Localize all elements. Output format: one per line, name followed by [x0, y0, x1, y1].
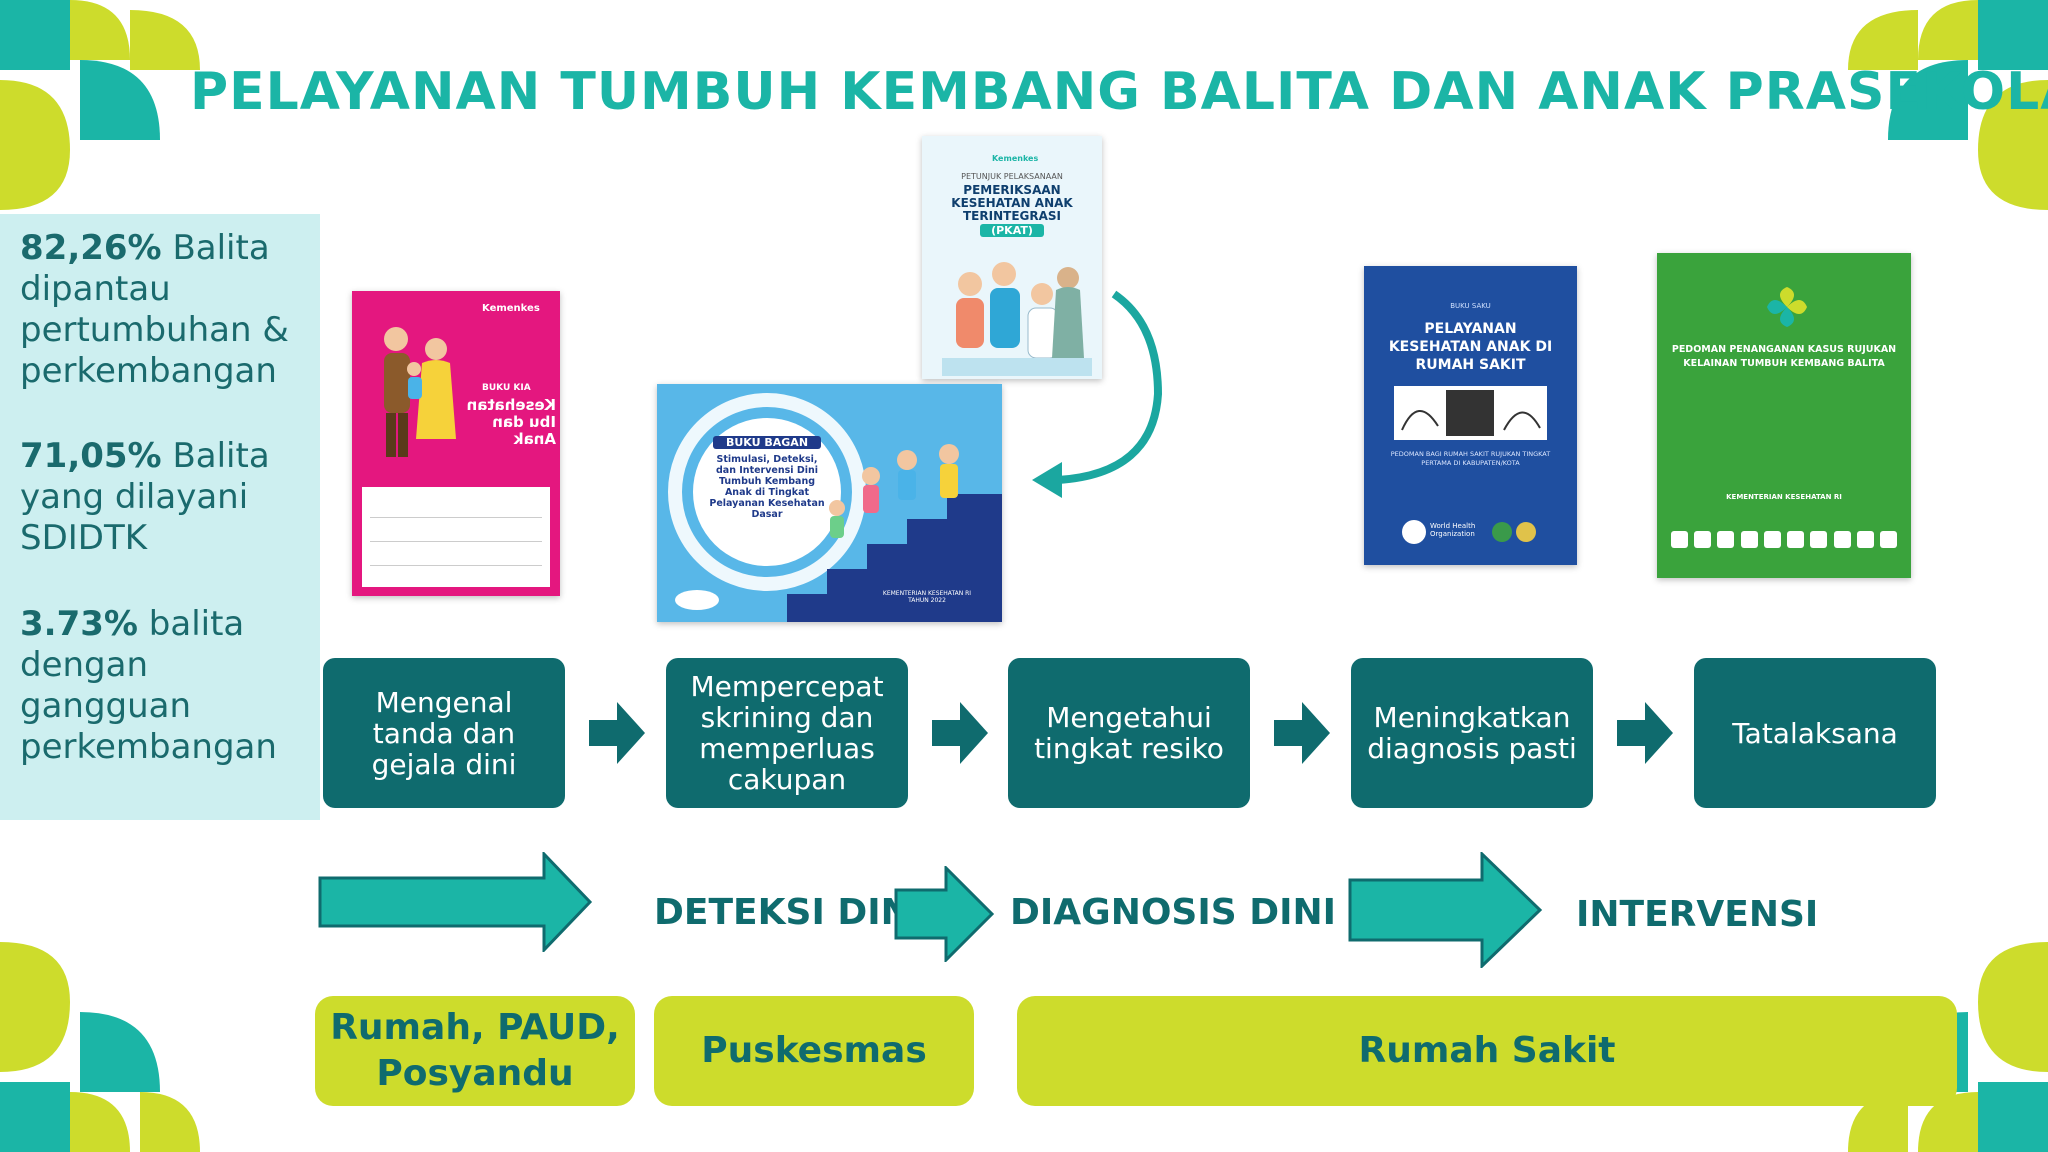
pkat-subtitle: PETUNJUK PELAKSANAAN — [961, 172, 1063, 181]
pkat-title: PEMERIKSAAN KESEHATAN ANAK TERINTEGRASI — [951, 183, 1073, 223]
stat-sdidtk: 71,05% Balita yang dilayani SDIDTK — [20, 436, 315, 559]
stat-monitored-text: Balita dipantau pertumbuhan & perkembang… — [20, 228, 289, 391]
location-rumah-sakit: Rumah Sakit — [1017, 996, 1957, 1106]
step-mempercepat: Mempercepat skrining dan memperluas caku… — [666, 658, 908, 808]
phase-intervensi: INTERVENSI — [1576, 894, 1819, 935]
book-cover-kia: Kemenkes BUKU KIA Kesehatan Ibu dan Anak — [352, 291, 560, 596]
step-arrow-icon — [589, 702, 645, 764]
location-puskesmas-label: Puskesmas — [701, 1030, 927, 1071]
stat-monitored: 82,26% Balita dipantau pertumbuhan & per… — [20, 228, 315, 392]
kia-title: Kesehatan Ibu dan Anak — [466, 396, 556, 448]
saku-subtitle: BUKU SAKU — [1450, 302, 1491, 310]
step-mengenal-label: Mengenal tanda dan gejala dini — [371, 685, 517, 781]
stat-disorder: 3.73% balita dengan gangguan perkembanga… — [20, 604, 315, 768]
stat-sdidtk-text: Balita yang dilayani SDIDTK — [20, 436, 270, 558]
illustration-panel-icon — [1394, 386, 1547, 440]
emblem-icon-2 — [1516, 522, 1536, 542]
corner-decoration-bottom-left — [0, 942, 200, 1152]
step-mempercepat-label: Mempercepat skrining dan memperluas caku… — [690, 670, 884, 796]
family-illustration-icon — [384, 327, 456, 457]
book-cover-pkat: Kemenkes PETUNJUK PELAKSANAAN PEMERIKSAA… — [922, 136, 1102, 379]
stat-monitored-value: 82,26% — [20, 228, 162, 268]
pkat-publisher: Kemenkes — [992, 154, 1039, 163]
step-meningkatkan-label: Meningkatkan diagnosis pasti — [1367, 701, 1577, 765]
kemenkes-logo-icon — [1767, 287, 1807, 327]
step-tatalaksana-label: Tatalaksana — [1732, 716, 1898, 750]
who-logo-icon — [1402, 520, 1426, 544]
pedoman-title: PEDOMAN PENANGANAN KASUS RUJUKAN KELAINA… — [1671, 344, 1897, 369]
kia-label: BUKU KIA — [482, 383, 531, 393]
step-mengetahui-label: Mengetahui tingkat resiko — [1034, 701, 1224, 765]
phase-arrow-icon — [318, 852, 593, 952]
pkat-badge: (PKAT) — [980, 224, 1044, 237]
stairs-illustration-icon — [668, 393, 1002, 622]
step-arrow-icon — [1617, 702, 1673, 764]
stat-disorder-text: balita dengan gangguan perkembangan — [20, 604, 277, 767]
step-meningkatkan: Meningkatkan diagnosis pasti — [1351, 658, 1593, 808]
bagan-footer: KEMENTERIAN KESEHATAN RI TAHUN 2022 — [882, 590, 972, 604]
emblem-icon — [1492, 522, 1512, 542]
step-tatalaksana: Tatalaksana — [1694, 658, 1936, 808]
bagan-title: Stimulasi, Deteksi, dan Intervensi Dini … — [709, 454, 825, 520]
step-mengetahui: Mengetahui tingkat resiko — [1008, 658, 1250, 808]
step-mengenal: Mengenal tanda dan gejala dini — [323, 658, 565, 808]
location-rumah-paud-posyandu: Rumah, PAUD, Posyandu — [315, 996, 635, 1106]
partner-logos-row — [1671, 531, 1897, 549]
location-puskesmas: Puskesmas — [654, 996, 974, 1106]
curved-arrow-icon — [1032, 290, 1163, 498]
stat-disorder-value: 3.73% — [20, 604, 138, 644]
saku-title: PELAYANAN KESEHATAN ANAK DI RUMAH SAKIT — [1388, 321, 1553, 373]
step-arrow-icon — [1274, 702, 1330, 764]
book-cover-saku: BUKU SAKU PELAYANAN KESEHATAN ANAK DI RU… — [1364, 266, 1577, 565]
phase-deteksi-dini: DETEKSI DINI — [654, 892, 925, 933]
kia-publisher: Kemenkes — [482, 303, 540, 314]
location-rumah-label: Rumah, PAUD, Posyandu — [330, 1007, 620, 1094]
saku-note: PEDOMAN BAGI RUMAH SAKIT RUJUKAN TINGKAT… — [1390, 450, 1551, 467]
step-arrow-icon — [932, 702, 988, 764]
phase-diagnosis-dini: DIAGNOSIS DINI — [1010, 892, 1337, 933]
phase-arrow-icon — [1348, 852, 1543, 968]
phase-arrow-icon — [894, 866, 995, 962]
stat-sdidtk-value: 71,05% — [20, 436, 162, 476]
family-doctor-illustration-icon — [942, 262, 1092, 376]
book-cover-pedoman: PEDOMAN PENANGANAN KASUS RUJUKAN KELAINA… — [1657, 253, 1911, 578]
pedoman-footer: KEMENTERIAN KESEHATAN RI — [1726, 493, 1842, 501]
corner-decoration-top-right — [1848, 0, 2048, 210]
stats-panel: 82,26% Balita dipantau pertumbuhan & per… — [0, 214, 320, 820]
kia-form-area — [362, 487, 550, 587]
corner-decoration-top-left — [0, 0, 200, 210]
bagan-badge: BUKU BAGAN — [713, 436, 821, 449]
location-rs-label: Rumah Sakit — [1358, 1030, 1616, 1071]
book-cover-bagan: BUKU BAGAN Stimulasi, Deteksi, dan Inter… — [657, 384, 1002, 622]
saku-org: World Health Organization — [1430, 522, 1476, 538]
page-title: PELAYANAN TUMBUH KEMBANG BALITA DAN ANAK… — [190, 62, 2048, 122]
